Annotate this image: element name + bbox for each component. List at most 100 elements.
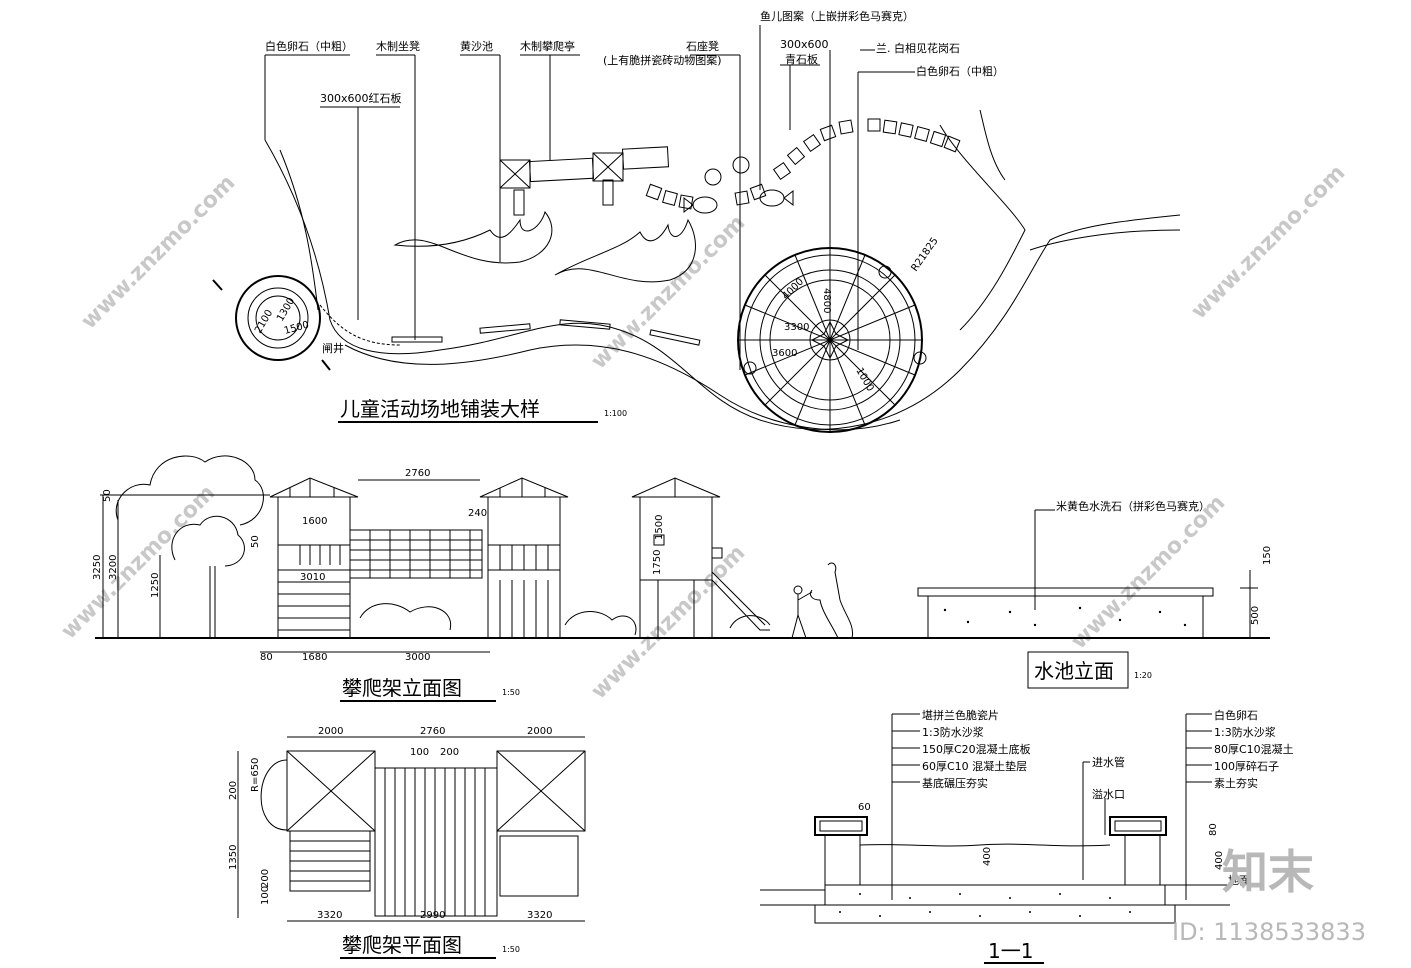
pool-section: 堪拼兰色脆瓷片 1:3防水沙浆 150厚C20混凝土底板 60厚C10 混凝土垫… (760, 708, 1294, 964)
dim-elev-1500: 1500 (654, 515, 665, 540)
section-left-3: 60厚C10 混凝土垫层 (922, 759, 1027, 773)
tower-1 (269, 477, 359, 639)
dim-plan-200b: 200 (260, 869, 271, 888)
plaza-path-right2 (1029, 229, 1181, 251)
plaza-path-right3 (979, 109, 1006, 181)
bench-3 (559, 319, 611, 330)
label-blue-stone: 青石板 (785, 52, 818, 66)
section-hatch (839, 893, 1131, 917)
paving-wheel (737, 247, 927, 433)
bench-4 (649, 329, 701, 346)
shrub-3 (729, 615, 771, 629)
label-white-pebble-2: 白色卵石（中粗） (916, 64, 1004, 78)
climb-elevation: 2760 1600 240 1500 1750 3010 50 50 3250 … (92, 455, 1270, 702)
scale-climb-plan: 1:50 (502, 945, 520, 954)
sandpit-2 (554, 218, 696, 283)
label-granite: 兰. 白相见花岗石 (876, 41, 960, 55)
label-stone-seat-note: (上有脆拼瓷砖动物图案) (603, 53, 722, 67)
label-sandpit: 黄沙池 (460, 39, 493, 53)
shrub-2 (564, 611, 637, 636)
pebble-strip (319, 304, 401, 346)
label-stone-seat: 石座凳 (686, 39, 719, 53)
watermark-site-6: www.znzmo.com (1067, 490, 1231, 654)
dim-elev-1250: 1250 (150, 573, 161, 598)
pool-wall (927, 595, 1204, 639)
dim-elev-2760: 2760 (405, 468, 430, 479)
dim-elev-1680: 1680 (302, 652, 327, 663)
label-red-stone: 300x600红石板 (320, 91, 402, 105)
figure-child-head (793, 585, 803, 595)
dim-elev-3000: 3000 (405, 652, 430, 663)
label-pool-stone: 米黄色水洗石（拼彩色马赛克） (1056, 499, 1210, 513)
fish-pattern-2 (759, 189, 785, 207)
dim-section-60: 60 (858, 802, 871, 813)
dim-plan-200v: 200 (228, 781, 239, 800)
dim-elev-3010: 3010 (300, 572, 325, 583)
label-ground: 地面 (1228, 874, 1250, 887)
label-blue-stone-size: 300x600 (780, 38, 829, 51)
title-plaza-plan: 儿童活动场地铺装大样 (340, 397, 540, 421)
section-wall-left (824, 834, 861, 886)
section-right-3: 100厚碎石子 (1214, 759, 1279, 773)
dim-section-80: 80 (1208, 823, 1219, 836)
plan-slide (499, 835, 579, 897)
section-right-0: 白色卵石 (1214, 708, 1258, 722)
section-coping-left (814, 816, 868, 836)
scale-plaza-plan: 1:100 (604, 409, 627, 418)
plan-bridge (374, 767, 498, 917)
section-left-2: 150厚C20混凝土底板 (922, 742, 1031, 756)
plaza-path-inner-bottom (344, 344, 901, 431)
watermark-site-3: www.znzmo.com (1187, 160, 1351, 324)
section-right-4: 素土夯实 (1214, 776, 1258, 790)
watermark-site-4: www.znzmo.com (57, 480, 221, 644)
pavilion-ext (621, 146, 670, 170)
circle-deco-2 (732, 156, 750, 174)
dim-pool-150: 150 (1262, 546, 1273, 565)
dim-plan-2000b: 2000 (527, 726, 552, 737)
dim-1000: 1000 (853, 366, 875, 394)
pool-speckles (943, 606, 1187, 627)
dim-pool-500: 500 (1250, 606, 1261, 625)
dim-plan-100b: 100 (260, 886, 271, 905)
dim-plan-2990: 2990 (420, 910, 445, 921)
watermark-layer: www.znzmo.com www.znzmo.com www.znzmo.co… (57, 160, 1351, 704)
dim-4000: 4000 (780, 276, 806, 302)
shrub-1 (359, 603, 452, 631)
scale-climb-elev: 1:50 (502, 688, 520, 697)
dim-elev-3200: 3200 (108, 555, 119, 580)
tree-outline-1 (115, 455, 264, 526)
dim-elev-50b: 50 (102, 489, 113, 502)
climb-plan: 2000 2760 2000 100 200 R=650 200 1350 20… (228, 726, 586, 959)
plan-ladder-rungs (290, 840, 370, 882)
dim-elev-240: 240 (468, 508, 487, 519)
dim-elev-1750: 1750 (652, 550, 663, 575)
label-white-pebble-1: 白色卵石（中粗） (265, 39, 353, 53)
plaza-path-outer (264, 139, 1181, 430)
dim-plan-2000a: 2000 (318, 726, 343, 737)
dim-section-400: 400 (982, 847, 993, 866)
section-water-line (859, 843, 1111, 847)
dim-4800: 4800 (821, 288, 832, 313)
tower-2 (479, 477, 569, 639)
label-wood-bench: 木制坐凳 (376, 39, 420, 53)
section-wall-right (1124, 834, 1161, 886)
section-left-4: 基底碾压夯实 (922, 776, 988, 790)
dim-3300: 3300 (784, 322, 809, 333)
well-outer (235, 275, 321, 361)
well-middle (247, 287, 309, 349)
pavilion-ladder (513, 189, 525, 216)
pavilion-bridge (528, 157, 595, 183)
dim-plan-3320b: 3320 (527, 910, 552, 921)
title-box-pool (1027, 651, 1129, 689)
section-right-1: 1:3防水沙浆 (1214, 725, 1276, 739)
pool-elevation: 米黄色水洗石（拼彩色马赛克） 150 500 水池立面 1:20 (917, 499, 1273, 689)
section-coping-right (1109, 816, 1167, 836)
plan-bridge-slats (384, 768, 486, 916)
dim-plan-2760: 2760 (420, 726, 445, 737)
section-right-2: 80厚C10混凝土 (1214, 742, 1294, 756)
pavilion-ladder-2 (602, 179, 614, 206)
scale-pool-elev: 1:20 (1134, 671, 1152, 680)
dim-plan-100: 100 (410, 747, 429, 758)
label-inlet: 进水管 (1092, 755, 1125, 769)
